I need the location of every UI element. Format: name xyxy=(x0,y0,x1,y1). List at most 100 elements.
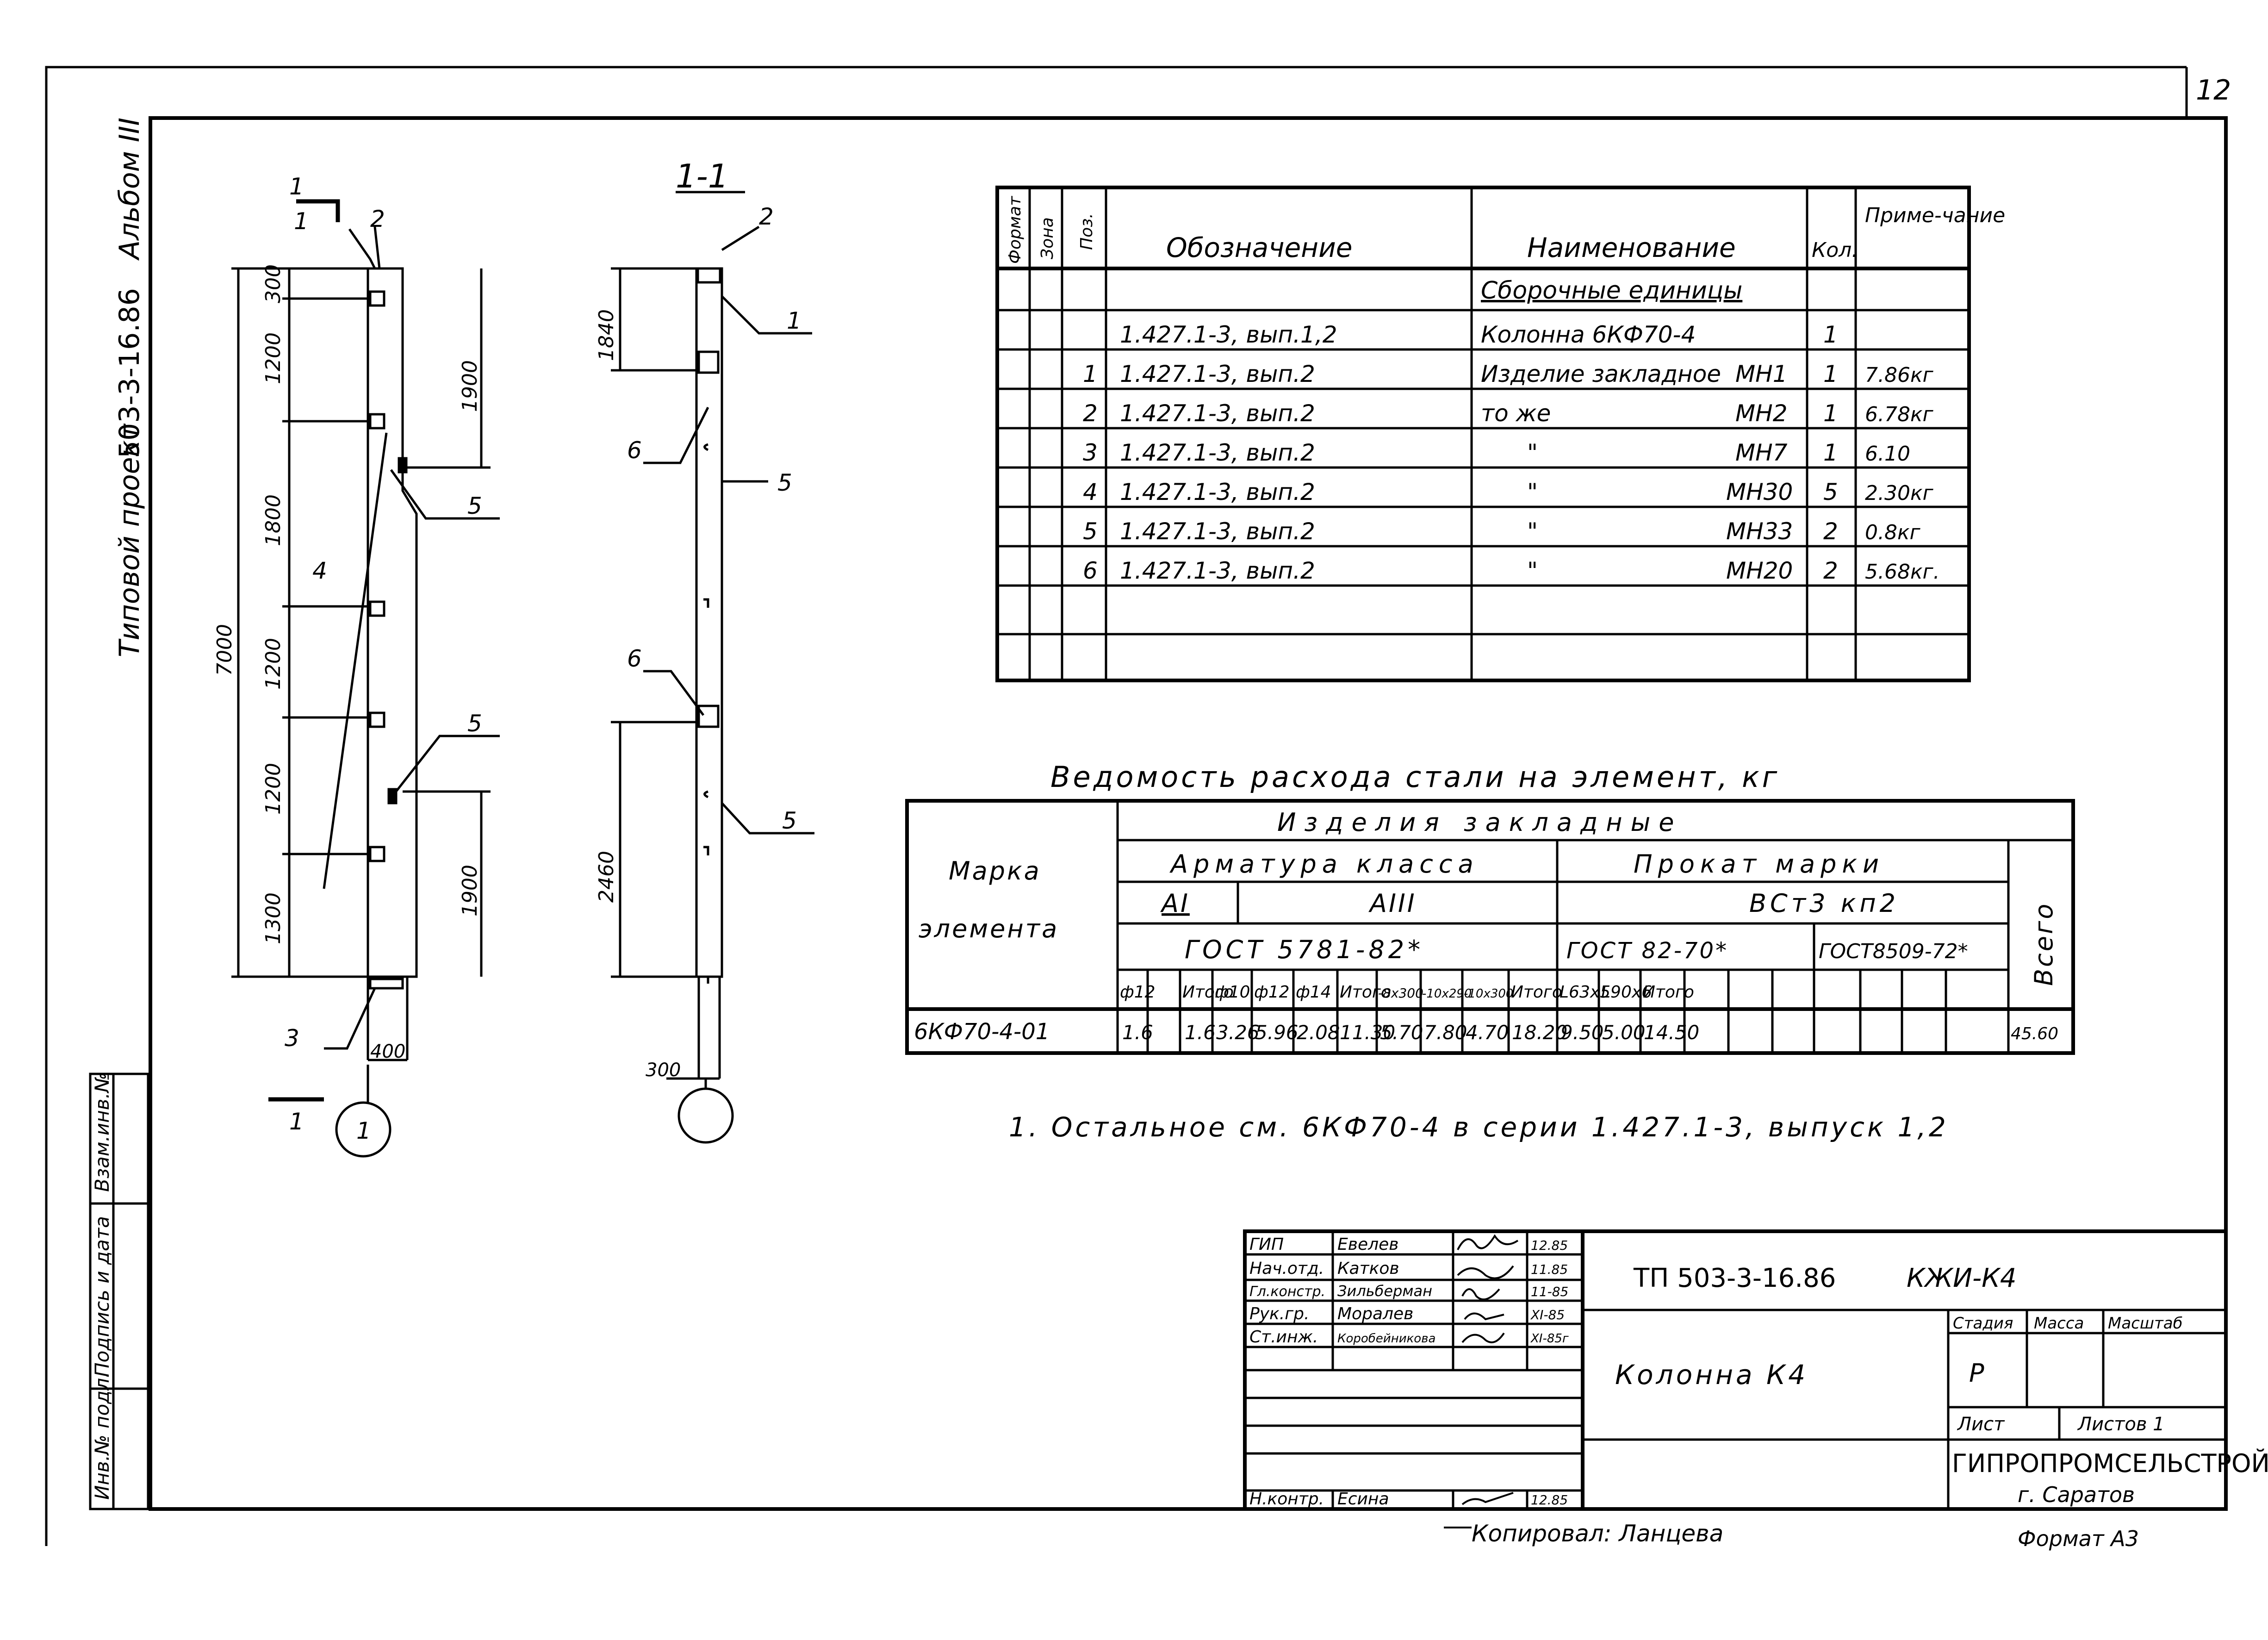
spec-designation: 1.427.1-3, вып.1,2 xyxy=(1120,321,1337,348)
spec-row: 4 1.427.1-3, вып.2 " МН30 5 2.30кг xyxy=(1083,479,1934,505)
steel-value: 7.80 xyxy=(1424,1021,1467,1044)
steel-gost-8509: ГОСТ8509-72* xyxy=(1819,940,1968,963)
project-code: 503-3-16.86 xyxy=(113,288,146,458)
steel-col-h: ф14 xyxy=(1296,983,1331,1002)
spec-designation: 1.427.1-3, вып.2 xyxy=(1120,361,1315,387)
elev-dim-1200b: 1200 xyxy=(261,638,285,690)
stamp-scale-h: Масштаб xyxy=(2108,1314,2183,1333)
steel-row-mark: 6КФ70-4-01 xyxy=(914,1019,1050,1045)
steel-total-h: Всего xyxy=(2029,902,2058,986)
spec-h-format: Формат xyxy=(1006,196,1025,264)
stamp-date: 12.85 xyxy=(1531,1238,1568,1253)
steel-value: 5.96 xyxy=(1255,1021,1299,1044)
stamp-name: Моралев xyxy=(1337,1304,1413,1323)
elev-callout-5a: 5 xyxy=(467,493,482,519)
spec-note: 5.68кг. xyxy=(1865,560,1940,584)
stamp-code: ТП 503-3-16.86 xyxy=(1633,1263,1836,1293)
stamp-name: Евелев xyxy=(1337,1235,1399,1254)
spec-mark: МН20 xyxy=(1726,557,1793,584)
elev-callout-1: 1 xyxy=(294,208,309,235)
steel-value: 18.20 xyxy=(1512,1021,1567,1044)
steel-col-h: ф12 xyxy=(1254,983,1290,1002)
stamp-role: Рук.гр. xyxy=(1249,1304,1309,1323)
left-strip-labels: Инв.№ подл. Подпись и дата Взам.инв.№ xyxy=(91,1073,113,1500)
column-elevation: 1 1 1 2 3 4 5 5 1 400 300 1200 1800 1200… xyxy=(213,173,500,1158)
steel-col-h: ф12 xyxy=(1120,983,1156,1002)
spec-qty: 2 xyxy=(1823,557,1838,584)
steel-value: 3.26 xyxy=(1216,1021,1260,1044)
sec-callout-6b: 6 xyxy=(627,645,642,672)
vzam-inv-label: Взам.инв.№ xyxy=(91,1073,113,1192)
spec-designation: 1.427.1-3, вып.2 xyxy=(1120,557,1315,584)
spec-name: Колонна 6КФ70-4 xyxy=(1481,321,1696,348)
format-label: Формат А3 xyxy=(2018,1526,2139,1551)
elev-axis-mark: 1 xyxy=(356,1117,371,1144)
spec-name: " xyxy=(1527,518,1538,545)
steel-col-h: Итого xyxy=(1340,983,1391,1002)
spec-pos: 4 xyxy=(1083,479,1098,505)
steel-vst: ВСт3 кп2 xyxy=(1749,889,1899,918)
spec-h-pos: Поз. xyxy=(1077,213,1096,250)
spec-row: 3 1.427.1-3, вып.2 " МН7 1 6.10 xyxy=(1083,439,1910,466)
section-title: 1-1 xyxy=(676,157,728,195)
steel-col-h: Итого xyxy=(1182,983,1234,1002)
steel-group: Изделия закладные xyxy=(1277,808,1682,837)
steel-class-a3: АIII xyxy=(1368,889,1417,918)
sec-dim-2460: 2460 xyxy=(595,851,618,903)
steel-value: 5.00 xyxy=(1602,1021,1646,1044)
sec-callout-5b: 5 xyxy=(782,807,797,834)
sec-callout-2: 2 xyxy=(759,203,774,230)
elev-dim-300: 300 xyxy=(261,264,285,303)
stamp-name: Зильберман xyxy=(1337,1282,1432,1300)
spec-designation: 1.427.1-3, вып.2 xyxy=(1120,479,1315,505)
steel-total: 45.60 xyxy=(2011,1024,2058,1043)
stamp-mass-h: Масса xyxy=(2034,1314,2084,1333)
spec-mark: МН30 xyxy=(1726,479,1793,505)
sec-dim-1840: 1840 xyxy=(595,309,618,361)
steel-value: 2.08 xyxy=(1297,1021,1340,1044)
spec-designation: 1.427.1-3, вып.2 xyxy=(1120,400,1315,427)
spec-table: Формат Зона Поз. Обозначение Наименовани… xyxy=(995,186,2005,682)
spec-qty: 1 xyxy=(1823,400,1838,427)
elev-dim-total: 7000 xyxy=(213,624,236,676)
spec-name: " xyxy=(1527,479,1538,505)
steel-prokat: Прокат марки xyxy=(1634,849,1884,879)
elev-dim-1200a: 1200 xyxy=(261,332,285,384)
spec-pos: 1 xyxy=(1083,361,1098,387)
spec-qty: 1 xyxy=(1823,361,1838,387)
steel-col-h: -8х300 xyxy=(1378,985,1423,1001)
elev-callout-2: 2 xyxy=(370,206,385,232)
sec-callout-5a: 5 xyxy=(777,469,792,496)
stamp-name: Катков xyxy=(1337,1259,1399,1278)
steel-class-a1: АI xyxy=(1160,889,1190,918)
spec-name: Изделие закладное xyxy=(1481,361,1721,387)
spec-pos: 2 xyxy=(1083,400,1098,427)
stamp-role: Ст.инж. xyxy=(1249,1328,1318,1347)
spec-qty: 2 xyxy=(1823,518,1838,545)
spec-row: 2 1.427.1-3, вып.2 то же МН2 1 6.78кг xyxy=(1083,400,1934,427)
steel-gost-5781: ГОСТ 5781-82* xyxy=(1185,935,1424,964)
elev-dim-right-a: 1900 xyxy=(458,360,482,412)
spec-note: 6.10 xyxy=(1865,442,1910,466)
stamp-date: 12.85 xyxy=(1531,1492,1568,1508)
copied-by: Копировал: Ланцева xyxy=(1472,1520,1723,1547)
spec-pos: 6 xyxy=(1083,557,1098,584)
stamp-role: ГИП xyxy=(1249,1235,1284,1254)
steel-value: 1.6 xyxy=(1185,1021,1216,1044)
steel-col-h: -10х290 xyxy=(1422,987,1472,1001)
steel-mark-h2: элемента xyxy=(919,914,1059,943)
spec-h-zone: Зона xyxy=(1038,217,1057,259)
spec-pos: 3 xyxy=(1083,439,1098,466)
stamp-date: 11-85 xyxy=(1531,1284,1568,1299)
stamp-city: г. Саратов xyxy=(2018,1482,2135,1507)
spec-designation: 1.427.1-3, вып.2 xyxy=(1120,518,1315,545)
project-label: Типовой проект xyxy=(113,423,146,657)
stamp-role: Гл.констр. xyxy=(1249,1284,1325,1300)
spec-h-designation: Обозначение xyxy=(1166,232,1352,263)
steel-value: 5.70 xyxy=(1380,1021,1423,1044)
cut-mark-top: 1 xyxy=(289,173,304,200)
stamp-date: 11.85 xyxy=(1531,1262,1568,1277)
title-block: ГИП Нач.отд. Гл.констр. Рук.гр. Ст.инж. … xyxy=(1243,1229,2268,1511)
stamp-org: ГИПРОПРОМСЕЛЬСТРОЙ xyxy=(1952,1449,2268,1478)
